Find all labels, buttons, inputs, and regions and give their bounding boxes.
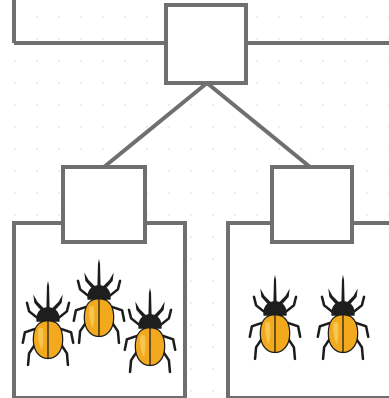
root-node [164, 3, 248, 85]
edge-root-to-left-child [102, 81, 209, 169]
group-frame-right [226, 221, 389, 398]
edge-root-to-right-child [205, 81, 312, 169]
child-node-left [61, 165, 147, 244]
child-node-right [270, 165, 354, 244]
